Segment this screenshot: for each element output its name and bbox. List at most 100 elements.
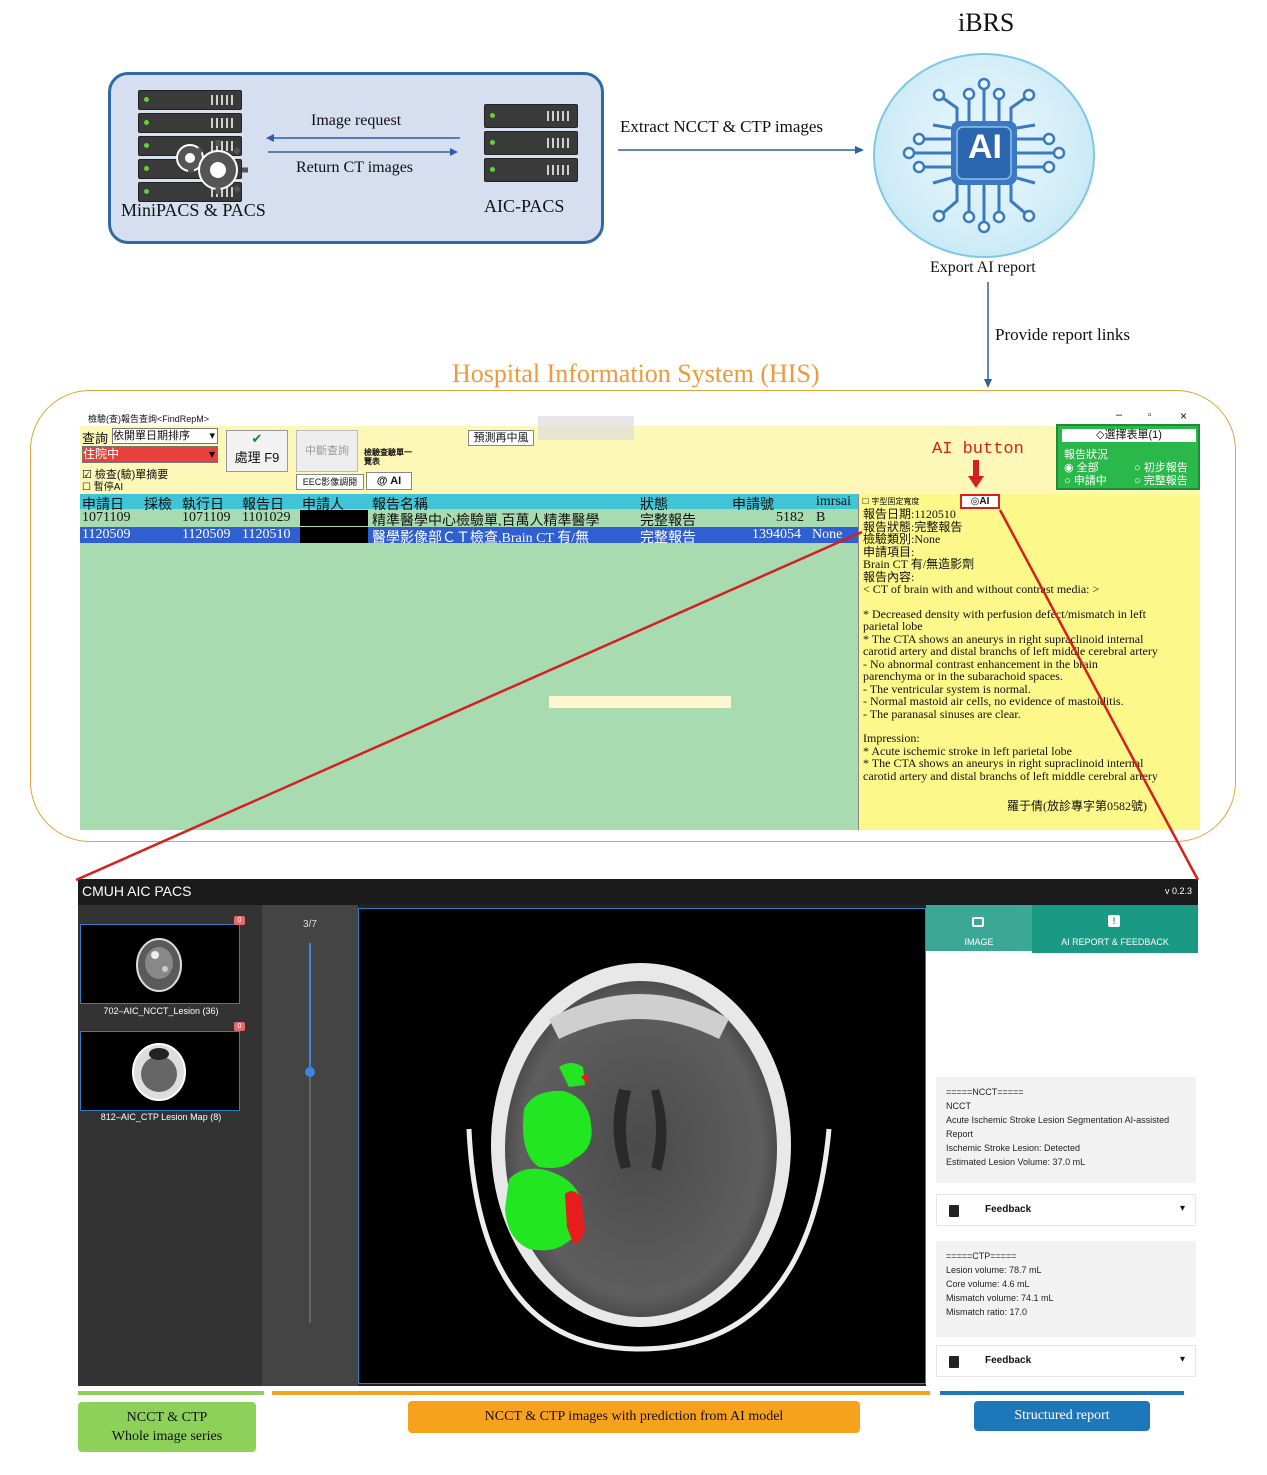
ai-button-callout: AI button <box>932 440 1024 459</box>
pause-ai-checkbox[interactable]: ☐ 暫停AI <box>82 482 124 493</box>
return-ct-label: Return CT images <box>296 159 414 176</box>
status-select[interactable]: 住院中▾ <box>82 446 218 463</box>
font-fix-checkbox[interactable]: ☐ 字型固定寬度 <box>862 497 920 506</box>
tab-ai-report[interactable]: ! AI REPORT & FEEDBACK <box>1032 905 1198 953</box>
redacted-cell <box>300 527 368 543</box>
callout-arrow <box>968 460 984 488</box>
his-window-title: 檢驗(查)報告查詢<FindRepM> <box>88 414 210 424</box>
summary-checkbox[interactable]: ☑ 檢查(驗)單摘要 <box>82 469 169 481</box>
provide-links-label: Provide report links <box>995 325 1131 344</box>
ct-image-viewport[interactable] <box>358 908 926 1384</box>
signature: 羅于倩(放診專字第0582號) <box>1007 799 1147 813</box>
eec-button[interactable]: EEC影像調閱 <box>296 474 364 490</box>
chevron-down-icon: ▾ <box>208 447 215 461</box>
series-thumbnail-ncct[interactable] <box>80 924 240 1004</box>
gear-icon <box>176 140 248 194</box>
select-form-panel: ◇選擇表單(1) 報告狀況 ◉ 全部 ○ 申請中 ○ 初步報告 ○ 完整報告 <box>1056 424 1200 490</box>
document-icon <box>949 1205 959 1217</box>
at-icon: ◎ <box>970 496 980 507</box>
pacs-viewer: CMUH AIC PACS v 0.2.3 0 702–AIC_NCCT_Les… <box>78 879 1198 1386</box>
app-title: CMUH AIC PACS <box>82 883 192 899</box>
process-button[interactable]: ✔ 處理 F9 <box>226 430 288 472</box>
active-tab-indicator <box>926 951 1032 953</box>
his-frame <box>30 390 1236 842</box>
aicpacs-label: AIC-PACS <box>484 196 565 216</box>
table-row[interactable]: 1120509 1120509 1120510 醫學影像部ＣＴ檢查,Brain … <box>80 527 858 543</box>
document-icon <box>949 1356 959 1368</box>
slice-slider-track[interactable] <box>305 943 315 1323</box>
exam-list-label: 檢驗查驗單一覽表 <box>364 448 412 466</box>
legend-line-blue <box>940 1391 1184 1395</box>
series-label-ncct: 702–AIC_NCCT_Lesion (36) <box>103 1006 219 1016</box>
chevron-down-icon: ▾ <box>1179 1354 1185 1365</box>
table-row[interactable]: 1071109 1071109 1101029 精準醫學中心檢驗單,百萬人精準醫… <box>80 510 858 526</box>
his-window: 檢驗(查)報告查詢<FindRepM> – ▫ × 查詢 依開單日期排序▾ 住院… <box>80 410 1200 830</box>
ibrs-title: iBRS <box>958 8 1015 37</box>
series-thumbnail-ctp[interactable] <box>80 1031 240 1111</box>
interrupt-button[interactable]: 中斷查詢 <box>296 430 358 472</box>
chevron-down-icon: ▾ <box>1179 1203 1185 1214</box>
ncct-report-card: =====NCCT===== NCCT Acute Ischemic Strok… <box>936 1077 1196 1183</box>
close-icon[interactable]: × <box>1180 410 1188 423</box>
minipacs-label: MiniPACS & PACS <box>121 200 266 220</box>
report-icon: ! <box>1108 915 1120 927</box>
ai-button[interactable]: ◎AI <box>960 494 1000 509</box>
legend-series: NCCT & CTP Whole image series <box>78 1402 256 1452</box>
lesion-penumbra <box>523 1090 592 1168</box>
minimize-icon[interactable]: – <box>1116 410 1123 421</box>
side-panel: IMAGE ! AI REPORT & FEEDBACK =====NCCT==… <box>926 905 1198 1386</box>
legend-prediction: NCCT & CTP images with prediction from A… <box>408 1401 860 1433</box>
predict-button[interactable]: 預測再中風 <box>468 430 534 446</box>
redacted-cell <box>300 510 368 526</box>
check-icon: ✔ <box>251 431 263 446</box>
image-icon <box>972 917 984 927</box>
extract-label: Extract NCCT & CTP images <box>620 117 824 136</box>
at-icon: @ <box>376 475 388 487</box>
chevron-down-icon: ▾ <box>209 430 215 442</box>
series-badge: 0 <box>234 916 245 925</box>
progress-placeholder <box>549 696 731 708</box>
radio-complete[interactable]: ○ 完整報告 <box>1134 475 1188 487</box>
version-label: v 0.2.3 <box>1164 886 1192 896</box>
floating-toolbar <box>538 416 634 440</box>
legend-structured-report: Structured report <box>974 1401 1150 1431</box>
lesion-core <box>565 1191 585 1244</box>
radio-preliminary[interactable]: ○ 初步報告 <box>1134 462 1188 474</box>
report-status-label: 報告狀況 <box>1064 449 1108 461</box>
report-panel: 報告日期:1120510 報告狀態:完整報告 檢驗類別:None 申請項目: B… <box>858 494 1200 830</box>
extract-arrow <box>618 146 864 154</box>
select-form-button[interactable]: ◇選擇表單(1) <box>1062 429 1196 442</box>
radio-all[interactable]: ◉ 全部 <box>1064 462 1099 474</box>
aicpacs-server-icon <box>484 104 578 185</box>
radio-applying[interactable]: ○ 申請中 <box>1064 475 1107 487</box>
his-title: Hospital Information System (HIS) <box>452 359 820 388</box>
circuit-icon <box>902 77 1066 234</box>
legend-line-orange <box>272 1391 930 1395</box>
request-arrows <box>266 134 460 156</box>
slice-slider-column: 3/7 <box>262 905 358 1386</box>
viewer-title-bar: CMUH AIC PACS v 0.2.3 <box>78 879 1198 905</box>
provide-links-arrow <box>984 282 992 388</box>
query-label: 查詢 <box>82 431 109 446</box>
ai-chip-label: AI <box>968 128 1002 166</box>
slice-slider-thumb[interactable] <box>305 1067 315 1077</box>
export-label: Export AI report <box>930 259 1036 276</box>
image-request-label: Image request <box>311 112 402 129</box>
legend-line-green <box>78 1391 264 1395</box>
tab-image[interactable]: IMAGE <box>926 905 1032 953</box>
slice-slider-fill <box>309 943 311 1072</box>
sort-select[interactable]: 依開單日期排序▾ <box>112 428 218 444</box>
maximize-icon[interactable]: ▫ <box>1148 410 1152 421</box>
ctp-report-card: =====CTP===== Lesion volume: 78.7 mL Cor… <box>936 1241 1196 1337</box>
series-label-ctp: 812–AIC_CTP Lesion Map (8) <box>100 1112 222 1122</box>
ai-small-button[interactable]: @ AI <box>366 472 412 490</box>
feedback-row-ncct[interactable]: Feedback ▾ <box>936 1194 1196 1226</box>
table-header: 申請日 採檢 執行日 報告日 申請人 報告名稱 狀態 申請號 imrsai <box>80 494 858 513</box>
his-title-bar: 檢驗(查)報告查詢<FindRepM> – ▫ × <box>80 410 1200 426</box>
slice-counter: 3/7 <box>303 919 317 930</box>
series-badge: 0 <box>234 1022 245 1031</box>
series-list: 0 702–AIC_NCCT_Lesion (36) 0 812–AIC_CTP… <box>78 905 262 1386</box>
feedback-row-ctp[interactable]: Feedback ▾ <box>936 1345 1196 1377</box>
brain-ct-slice <box>466 963 832 1352</box>
